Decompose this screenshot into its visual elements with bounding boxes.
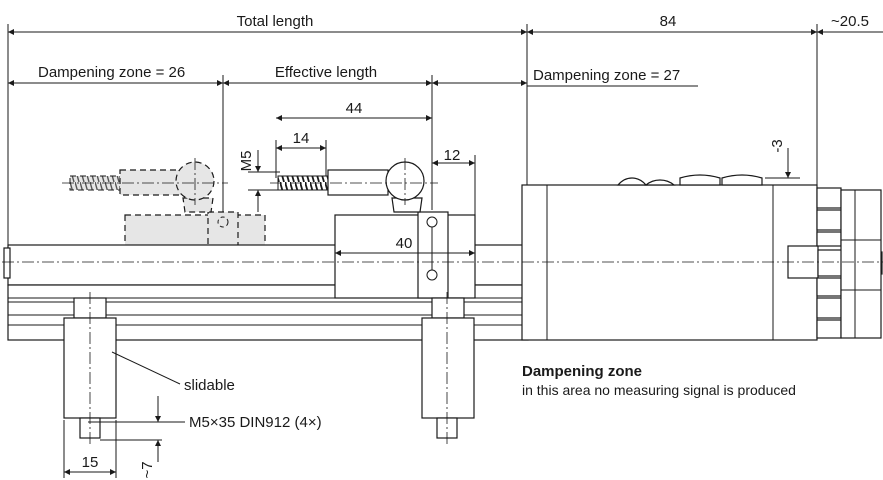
dim-7-label: ~7 [139, 461, 156, 478]
total-length-label: Total length [237, 13, 314, 30]
dimension-dampening-26: Dampening zone = 26 [8, 64, 223, 86]
dimension-44: 44 [276, 100, 432, 121]
mounting-clamp-right [421, 297, 475, 439]
dimension-dampening-27: Dampening zone = 27 [432, 67, 698, 87]
dimension-m5: M5 [238, 150, 261, 212]
dim-44-label: 44 [346, 100, 363, 117]
centre-lines [2, 158, 883, 444]
dampening-zone-note: Dampening zone in this area no measuring… [522, 363, 796, 398]
dimension-20-5: ~20.5 [817, 13, 883, 35]
note-text: in this area no measuring signal is prod… [522, 382, 796, 398]
dampening-26-label: Dampening zone = 26 [38, 64, 185, 81]
callout-screw: M5×35 DIN912 (4×) ~7 [88, 396, 322, 479]
dim-84-label: 84 [660, 13, 677, 30]
dimension-total-length: Total length [8, 13, 527, 35]
slidable-label: slidable [184, 377, 235, 394]
dampening-27-label: Dampening zone = 27 [533, 67, 680, 84]
dim-14-label: 14 [293, 130, 310, 147]
dimension-effective-length: Effective length [223, 64, 432, 86]
dim-15-label: 15 [82, 454, 99, 471]
dimension-12: 12 [432, 147, 475, 166]
sensor-head [521, 174, 883, 341]
dimension-40: 40 [335, 235, 475, 256]
screw-label: M5×35 DIN912 (4×) [189, 414, 322, 431]
dim-12-label: 12 [444, 147, 461, 164]
effective-length-label: Effective length [275, 64, 377, 81]
carriage [277, 161, 476, 299]
callout-slidable: slidable [111, 351, 235, 394]
dim-3-label: -3 [769, 139, 786, 152]
dimension-84: 84 [527, 13, 817, 35]
dimension-15: 15 [63, 420, 117, 478]
note-title: Dampening zone [522, 363, 642, 380]
dim-20-5-label: ~20.5 [831, 13, 869, 30]
dimension-14: 14 [276, 130, 326, 151]
dim-m5-label: M5 [238, 151, 255, 172]
dim-40-label: 40 [396, 235, 413, 252]
